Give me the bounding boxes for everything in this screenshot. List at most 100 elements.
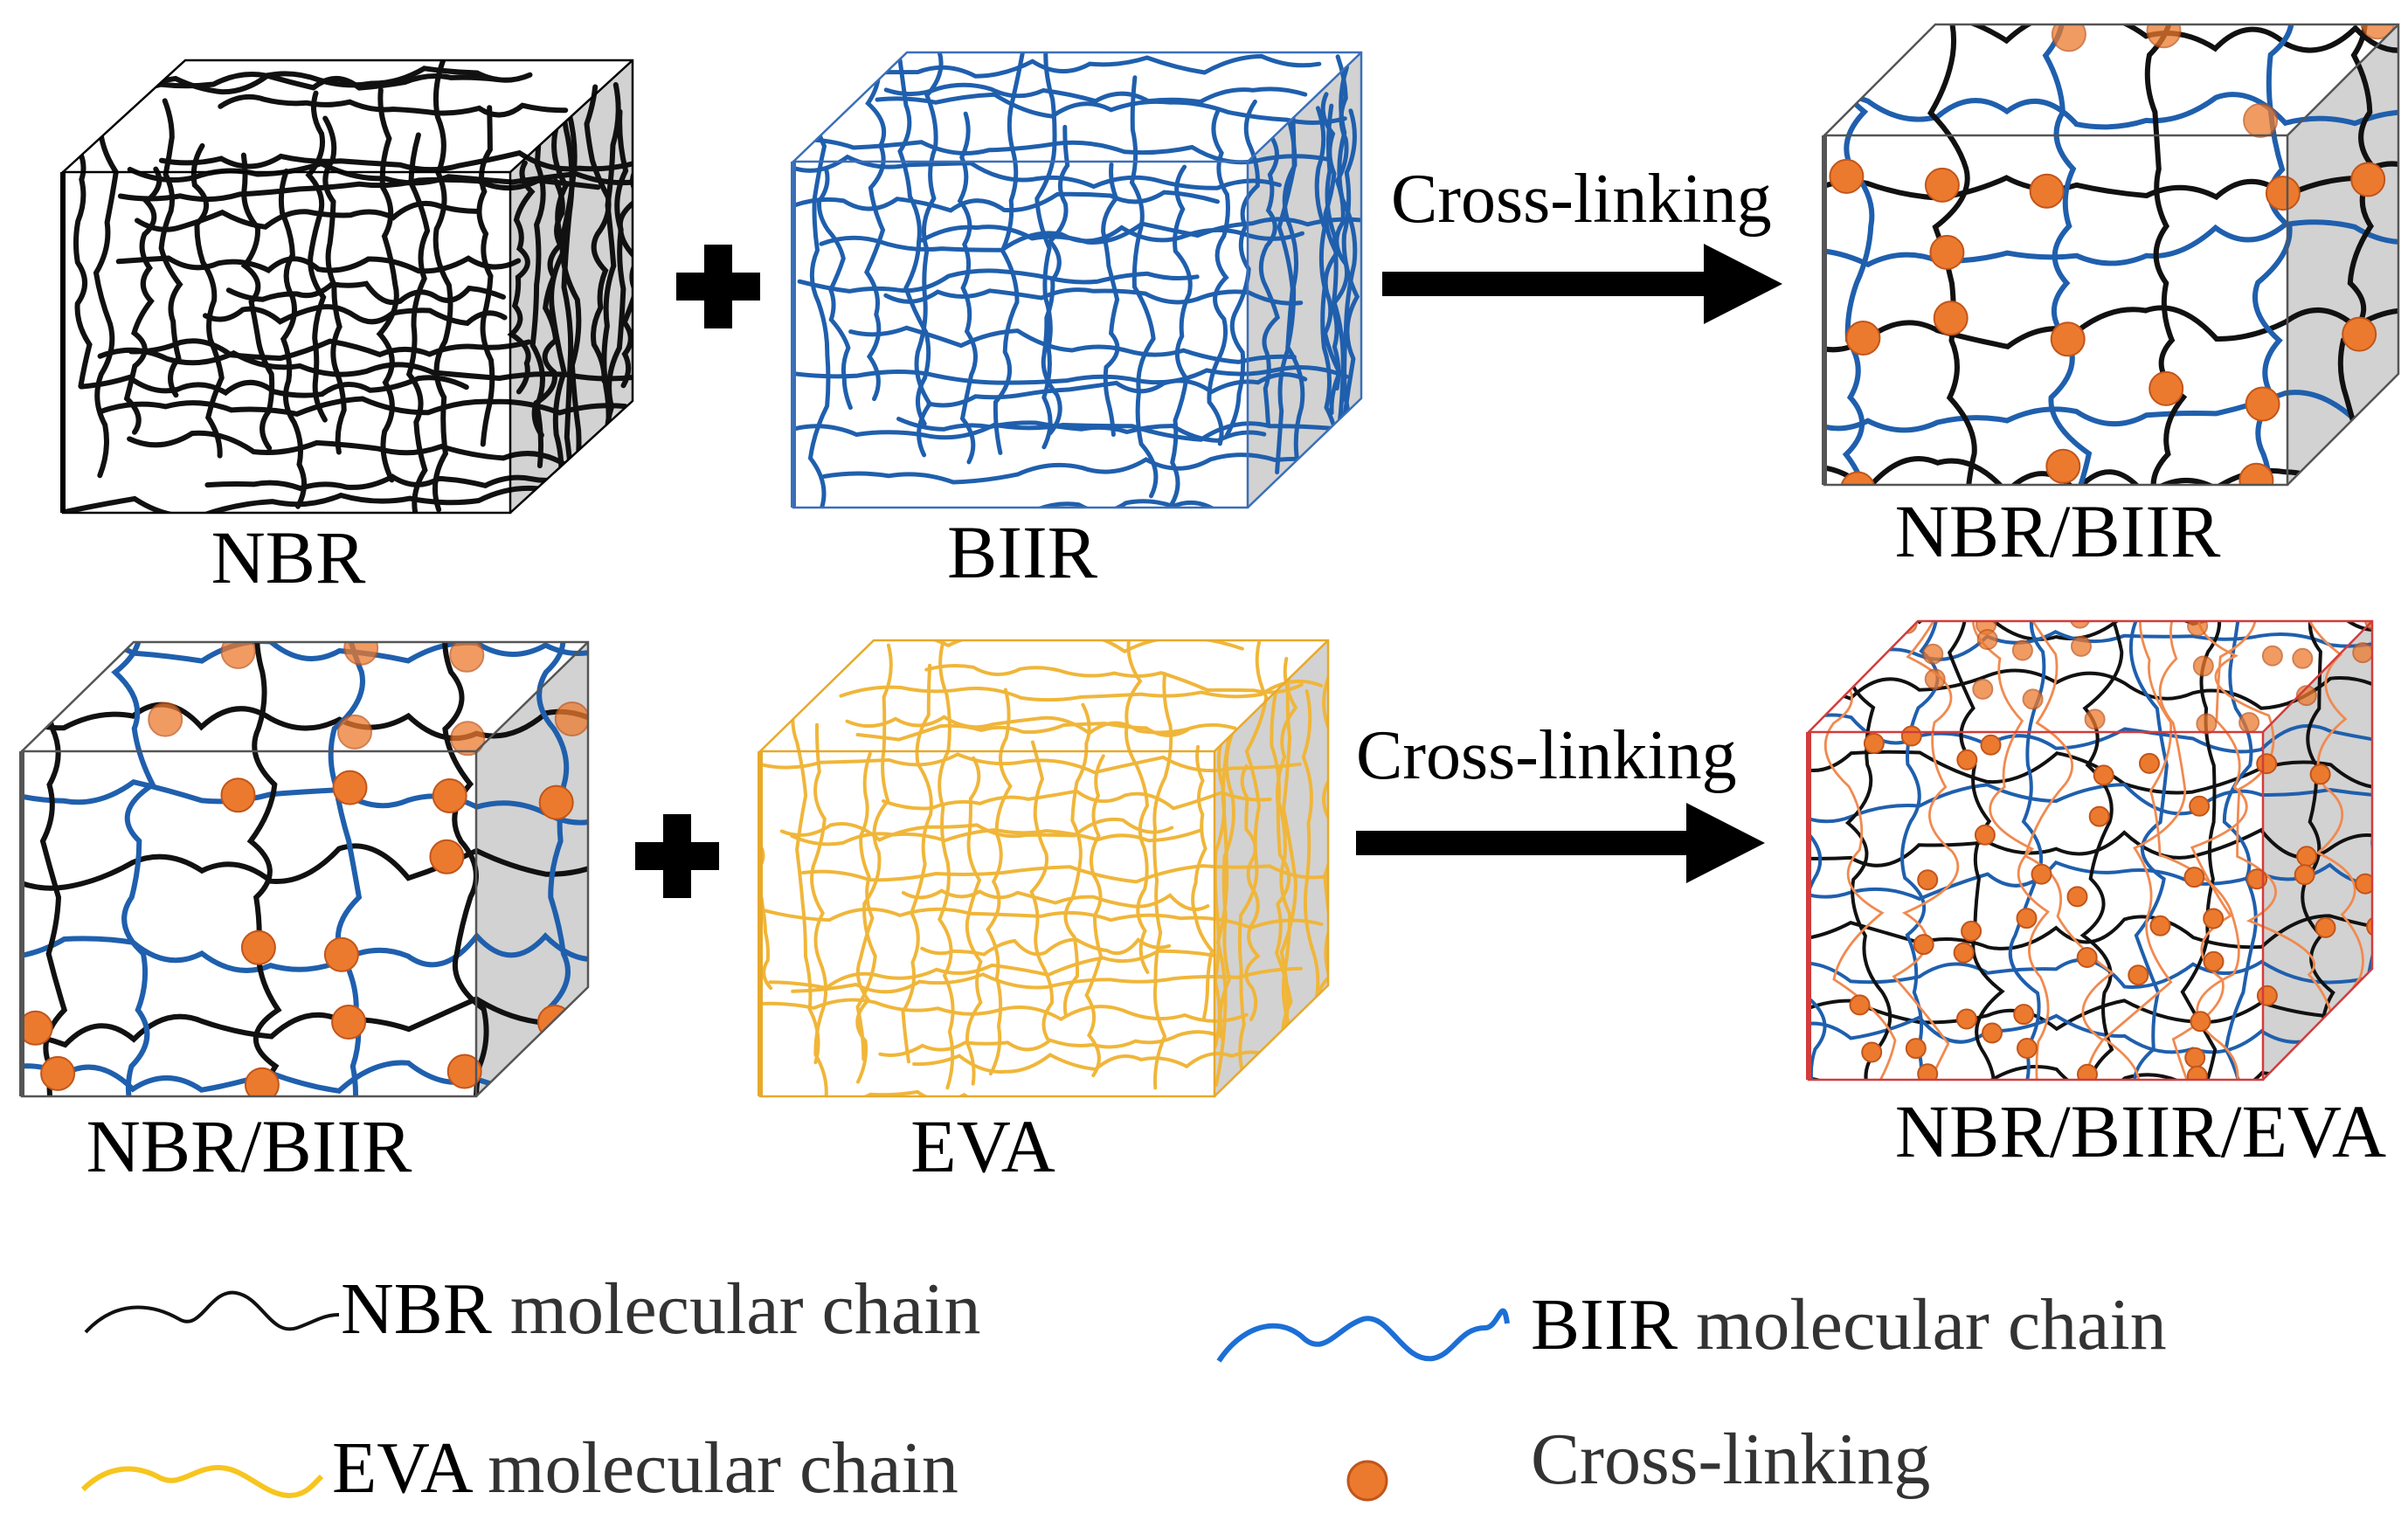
- molecular-chain: [1314, 106, 1339, 470]
- crosslink-node: [1849, 994, 1871, 1016]
- crosslink-node: [1924, 167, 1960, 203]
- crosslink-node: [2184, 1047, 2206, 1068]
- molecular-chain: [128, 338, 532, 362]
- molecular-chain: [1129, 75, 1159, 499]
- molecular-chain: [1041, 124, 1070, 436]
- molecular-chain: [901, 888, 1210, 911]
- crosslink-node: [2364, 621, 2372, 631]
- molecular-chain: [2008, 621, 2046, 1080]
- nbr-biir-eva-result-caption: NBR/BIIR/EVA: [1894, 1089, 2387, 1173]
- nbr-cube: [60, 59, 634, 515]
- crosslink-node: [1905, 1038, 1927, 1060]
- molecular-chain: [1279, 664, 1297, 1096]
- molecular-chain: [760, 752, 1302, 775]
- molecular-chain: [864, 59, 886, 402]
- molecular-chain: [2222, 621, 2258, 1080]
- molecular-chain: [791, 966, 1303, 994]
- crosslink-node: [2203, 950, 2225, 972]
- molecular-chain: [97, 347, 633, 382]
- eva-chain: [2016, 621, 2114, 1080]
- molecular-chain: [278, 168, 308, 509]
- crosslink-node: [2238, 712, 2260, 734]
- crosslink-node: [1980, 734, 2002, 756]
- crosslink-node: [2192, 655, 2214, 677]
- molecular-chain: [559, 101, 582, 499]
- crosslink-node: [2050, 321, 2086, 357]
- crosslink-node: [2265, 176, 2301, 211]
- crosslink-node: [1845, 321, 1881, 356]
- crosslink-node: [2183, 867, 2205, 888]
- molecular-chain: [22, 931, 588, 973]
- molecular-chain: [924, 663, 1304, 694]
- molecular-chain: [218, 93, 569, 118]
- crosslink-node: [536, 1005, 572, 1040]
- crosslink-node: [1917, 869, 1939, 891]
- molecular-chain: [22, 701, 588, 742]
- crosslink-node: [240, 929, 276, 965]
- legend-biir-name: BIIR: [1531, 1284, 1678, 1365]
- legend-eva-swatch: [80, 1464, 324, 1499]
- molecular-chain: [855, 643, 893, 1061]
- legend-crosslink-label: Cross-linking: [1531, 1419, 1931, 1500]
- crosslink-node: [337, 714, 372, 750]
- crosslink-node: [2076, 947, 2098, 968]
- molecular-chain: [111, 642, 156, 1096]
- molecular-chain: [2042, 24, 2093, 485]
- molecular-chain: [117, 176, 601, 203]
- crosslink-node: [2031, 863, 2052, 885]
- crosslink-node: [2292, 647, 2314, 669]
- molecular-chain: [1824, 305, 2398, 353]
- crosslink-node: [1913, 934, 1934, 956]
- crosslink-node: [1840, 471, 1876, 485]
- crosslink-node: [1924, 668, 1946, 690]
- molecular-chain: [1824, 161, 2398, 201]
- molecular-chain: [584, 84, 612, 384]
- cube-edges: [19, 640, 590, 1098]
- crosslink-node: [1956, 749, 1978, 770]
- nbr-box-caption: NBR: [211, 515, 366, 599]
- molecular-chain: [158, 149, 633, 173]
- nbr-biir-result-cube: [1822, 23, 2400, 487]
- crosslink-node: [2296, 846, 2318, 867]
- molecular-chain: [935, 496, 1318, 508]
- molecular-chain: [2128, 621, 2169, 1080]
- molecular-chain: [760, 764, 773, 991]
- crosslink-node: [1809, 621, 1821, 633]
- molecular-chain: [1947, 621, 2005, 1080]
- molecular-chain: [376, 87, 399, 483]
- crosslink-node: [1900, 725, 1922, 747]
- molecular-chain: [1062, 702, 1091, 1016]
- crosslink-node: [40, 1055, 76, 1091]
- molecular-chain: [432, 60, 453, 513]
- crosslink-node: [2261, 645, 2283, 667]
- molecular-chain: [822, 1089, 1200, 1096]
- molecular-chain: [22, 996, 588, 1048]
- crosslink-node: [244, 1067, 280, 1096]
- eva-chain: [2197, 621, 2337, 1080]
- molecular-chain: [816, 168, 853, 411]
- crosslink-node: [2066, 886, 2088, 908]
- legend-biir-swatch: [1216, 1308, 1510, 1363]
- cube-network: [1809, 621, 2396, 1080]
- cube-edges: [758, 639, 1330, 1098]
- cube-side-network: [529, 60, 629, 513]
- crosslink-node: [1972, 678, 1994, 700]
- crosslink-node: [2342, 316, 2377, 352]
- molecular-chain: [2144, 24, 2188, 485]
- molecular-chain: [1207, 109, 1230, 446]
- molecular-chain: [97, 396, 628, 418]
- molecular-chain: [807, 92, 831, 508]
- eva-chain: [1972, 621, 2051, 1080]
- molecular-chain: [897, 58, 931, 426]
- crosslink-node: [2088, 805, 2110, 827]
- crosslink-node: [220, 777, 256, 813]
- crosslink-node: [1955, 1008, 1977, 1030]
- crosslink-node: [2084, 708, 2106, 730]
- molecular-chain: [793, 190, 1220, 213]
- crosslink-node: [2071, 635, 2092, 657]
- crosslink-node: [2294, 864, 2315, 886]
- crosslink-node: [2246, 868, 2268, 890]
- crosslink-node: [2355, 873, 2372, 895]
- crosslink-node: [2377, 967, 2396, 986]
- crosslink-node: [2243, 102, 2279, 138]
